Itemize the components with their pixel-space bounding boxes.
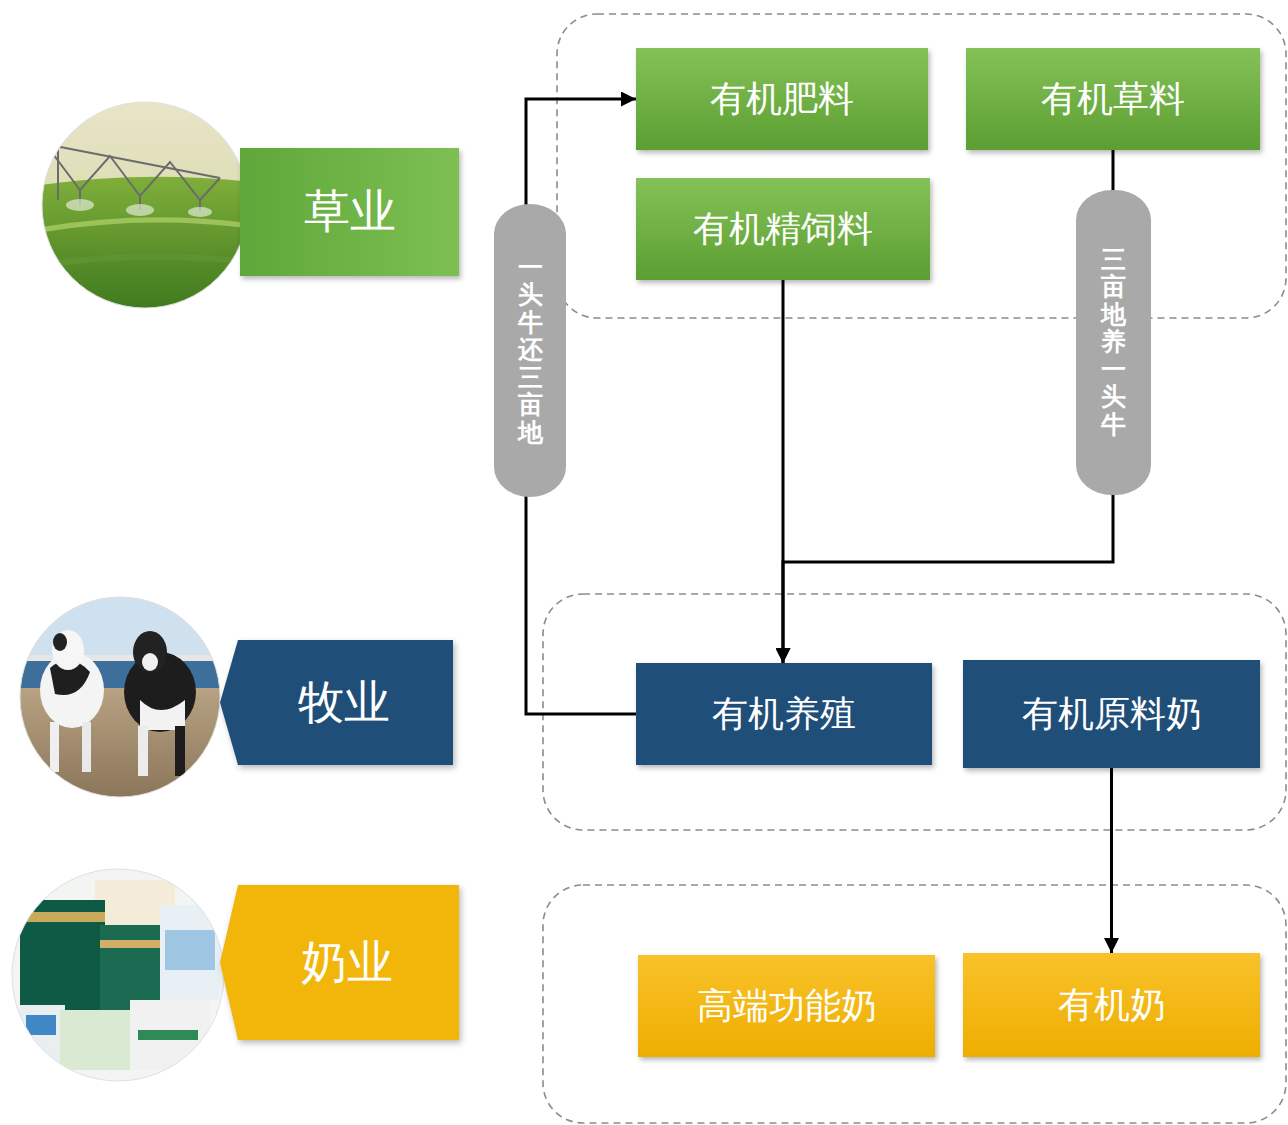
node-label: 高端功能奶 bbox=[697, 982, 877, 1031]
node-label: 奶业 bbox=[287, 932, 393, 994]
dairy-products-photo-part bbox=[10, 865, 230, 1085]
dairy-products-photo-part bbox=[26, 1015, 56, 1035]
process-box: 有机草料 bbox=[966, 48, 1260, 150]
grassland-photo-part-part bbox=[188, 207, 212, 217]
cattle-photo-part-part bbox=[52, 630, 84, 670]
photo-rim bbox=[12, 102, 248, 1081]
grassland-photo-part bbox=[40, 220, 252, 230]
grassland-photo-part bbox=[40, 177, 252, 310]
node-label: 草业 bbox=[304, 181, 396, 243]
group-region bbox=[557, 14, 1286, 318]
cattle-photo-part-part bbox=[138, 726, 148, 776]
edge-label-band: 三亩地养一头牛 bbox=[1076, 190, 1151, 495]
product-box: 有机奶 bbox=[963, 953, 1260, 1057]
product-box: 高端功能奶 bbox=[638, 955, 935, 1057]
dairy-products-photo-part bbox=[165, 930, 215, 970]
dairy-products-photo-part bbox=[160, 905, 220, 1000]
dairy-products-photo-part bbox=[20, 1005, 65, 1065]
sector-tag: 牧业 bbox=[220, 640, 453, 765]
group-region bbox=[543, 885, 1286, 1123]
edge-label-band: 一头牛还三亩地 bbox=[494, 204, 566, 497]
grassland-photo-part bbox=[40, 257, 252, 265]
process-box: 有机原料奶 bbox=[963, 660, 1260, 768]
dairy-products-photo-part bbox=[100, 940, 170, 948]
photo-rim-part bbox=[20, 597, 220, 797]
cattle-photo-part bbox=[40, 630, 104, 772]
dairy-products-photo-part bbox=[138, 1030, 198, 1040]
tag-shape bbox=[220, 640, 453, 765]
sector-tag: 草业 bbox=[240, 148, 459, 276]
cattle-photo-part-part bbox=[142, 653, 158, 671]
cattle-photo-part-part bbox=[133, 631, 167, 673]
grassland-photo-part-part bbox=[57, 138, 59, 200]
process-box: 有机肥料 bbox=[636, 48, 928, 150]
dairy-products-photo-part bbox=[130, 1000, 210, 1070]
cattle-photo-part bbox=[18, 655, 223, 661]
cattle-photo-part-part bbox=[53, 633, 67, 651]
node-label: 有机精饲料 bbox=[693, 205, 873, 254]
grassland-photo-part-part bbox=[66, 199, 94, 211]
cattle-photo bbox=[18, 595, 223, 800]
node-label: 有机原料奶 bbox=[1022, 690, 1202, 739]
edge-label: 一头牛还三亩地 bbox=[518, 254, 543, 447]
node-label: 牧业 bbox=[284, 672, 390, 734]
cattle-photo-part-part bbox=[50, 722, 59, 772]
process-box: 有机养殖 bbox=[636, 663, 932, 765]
edge-label: 三亩地养一头牛 bbox=[1101, 246, 1126, 439]
node-label: 有机肥料 bbox=[710, 75, 854, 124]
dairy-products-photo-part bbox=[60, 1010, 130, 1070]
grassland-photo-part-part bbox=[126, 204, 154, 216]
cattle-photo-part-part bbox=[140, 700, 185, 730]
group-region bbox=[543, 14, 1286, 1123]
dairy-products-photo-part bbox=[20, 912, 105, 922]
node-label: 有机奶 bbox=[1058, 981, 1166, 1030]
grassland-photo-part-part bbox=[50, 145, 220, 178]
grassland-photo-part bbox=[50, 138, 220, 212]
group-region bbox=[543, 594, 1286, 830]
cattle-photo-part bbox=[18, 595, 223, 800]
photo-rim-part bbox=[42, 102, 248, 308]
dairy-products-photo bbox=[10, 865, 230, 1085]
grassland-photo bbox=[40, 100, 252, 310]
grassland-photo-part bbox=[66, 199, 212, 217]
sector-tag: 奶业 bbox=[220, 885, 459, 1040]
photo-rim-part bbox=[12, 869, 224, 1081]
node-label: 有机草料 bbox=[1041, 75, 1185, 124]
dairy-products-photo-part bbox=[20, 900, 105, 1010]
cattle-photo-part-part bbox=[175, 726, 185, 776]
tag-shape bbox=[220, 885, 459, 1040]
cattle-photo-part-part bbox=[82, 722, 91, 772]
process-box: 有机精饲料 bbox=[636, 178, 930, 280]
grassland-photo-part bbox=[40, 100, 252, 310]
connector-arrow bbox=[1110, 768, 1113, 953]
cattle-photo-part bbox=[124, 631, 196, 776]
grassland-photo-part-part bbox=[50, 150, 220, 200]
node-label: 有机养殖 bbox=[712, 690, 856, 739]
